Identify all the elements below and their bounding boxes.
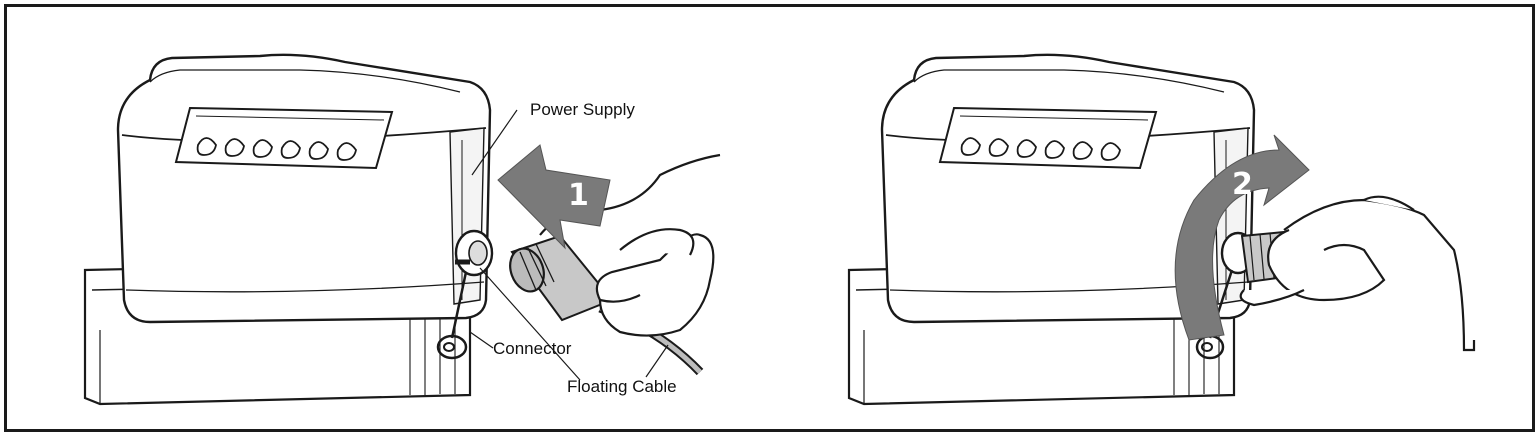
push-arrow-icon: 1 bbox=[497, 144, 611, 250]
rotate-arrow-icon: 2 bbox=[1174, 134, 1310, 341]
callout-connector: Connector bbox=[493, 339, 572, 358]
connector-socket bbox=[454, 229, 494, 277]
step-number: 1 bbox=[568, 178, 589, 213]
hand-icon bbox=[1239, 195, 1476, 352]
power-supply-unit-icon bbox=[83, 53, 492, 406]
panel-2: 2 bbox=[847, 53, 1476, 406]
callout-floating-cable: Floating Cable bbox=[567, 377, 677, 396]
cable-plug bbox=[509, 234, 614, 322]
panel-1: 1 bbox=[83, 53, 721, 406]
tether-loop bbox=[436, 271, 468, 360]
callout-power-supply: Power Supply bbox=[530, 100, 635, 119]
leader-lines bbox=[469, 109, 669, 381]
step-number: 2 bbox=[1232, 167, 1253, 202]
